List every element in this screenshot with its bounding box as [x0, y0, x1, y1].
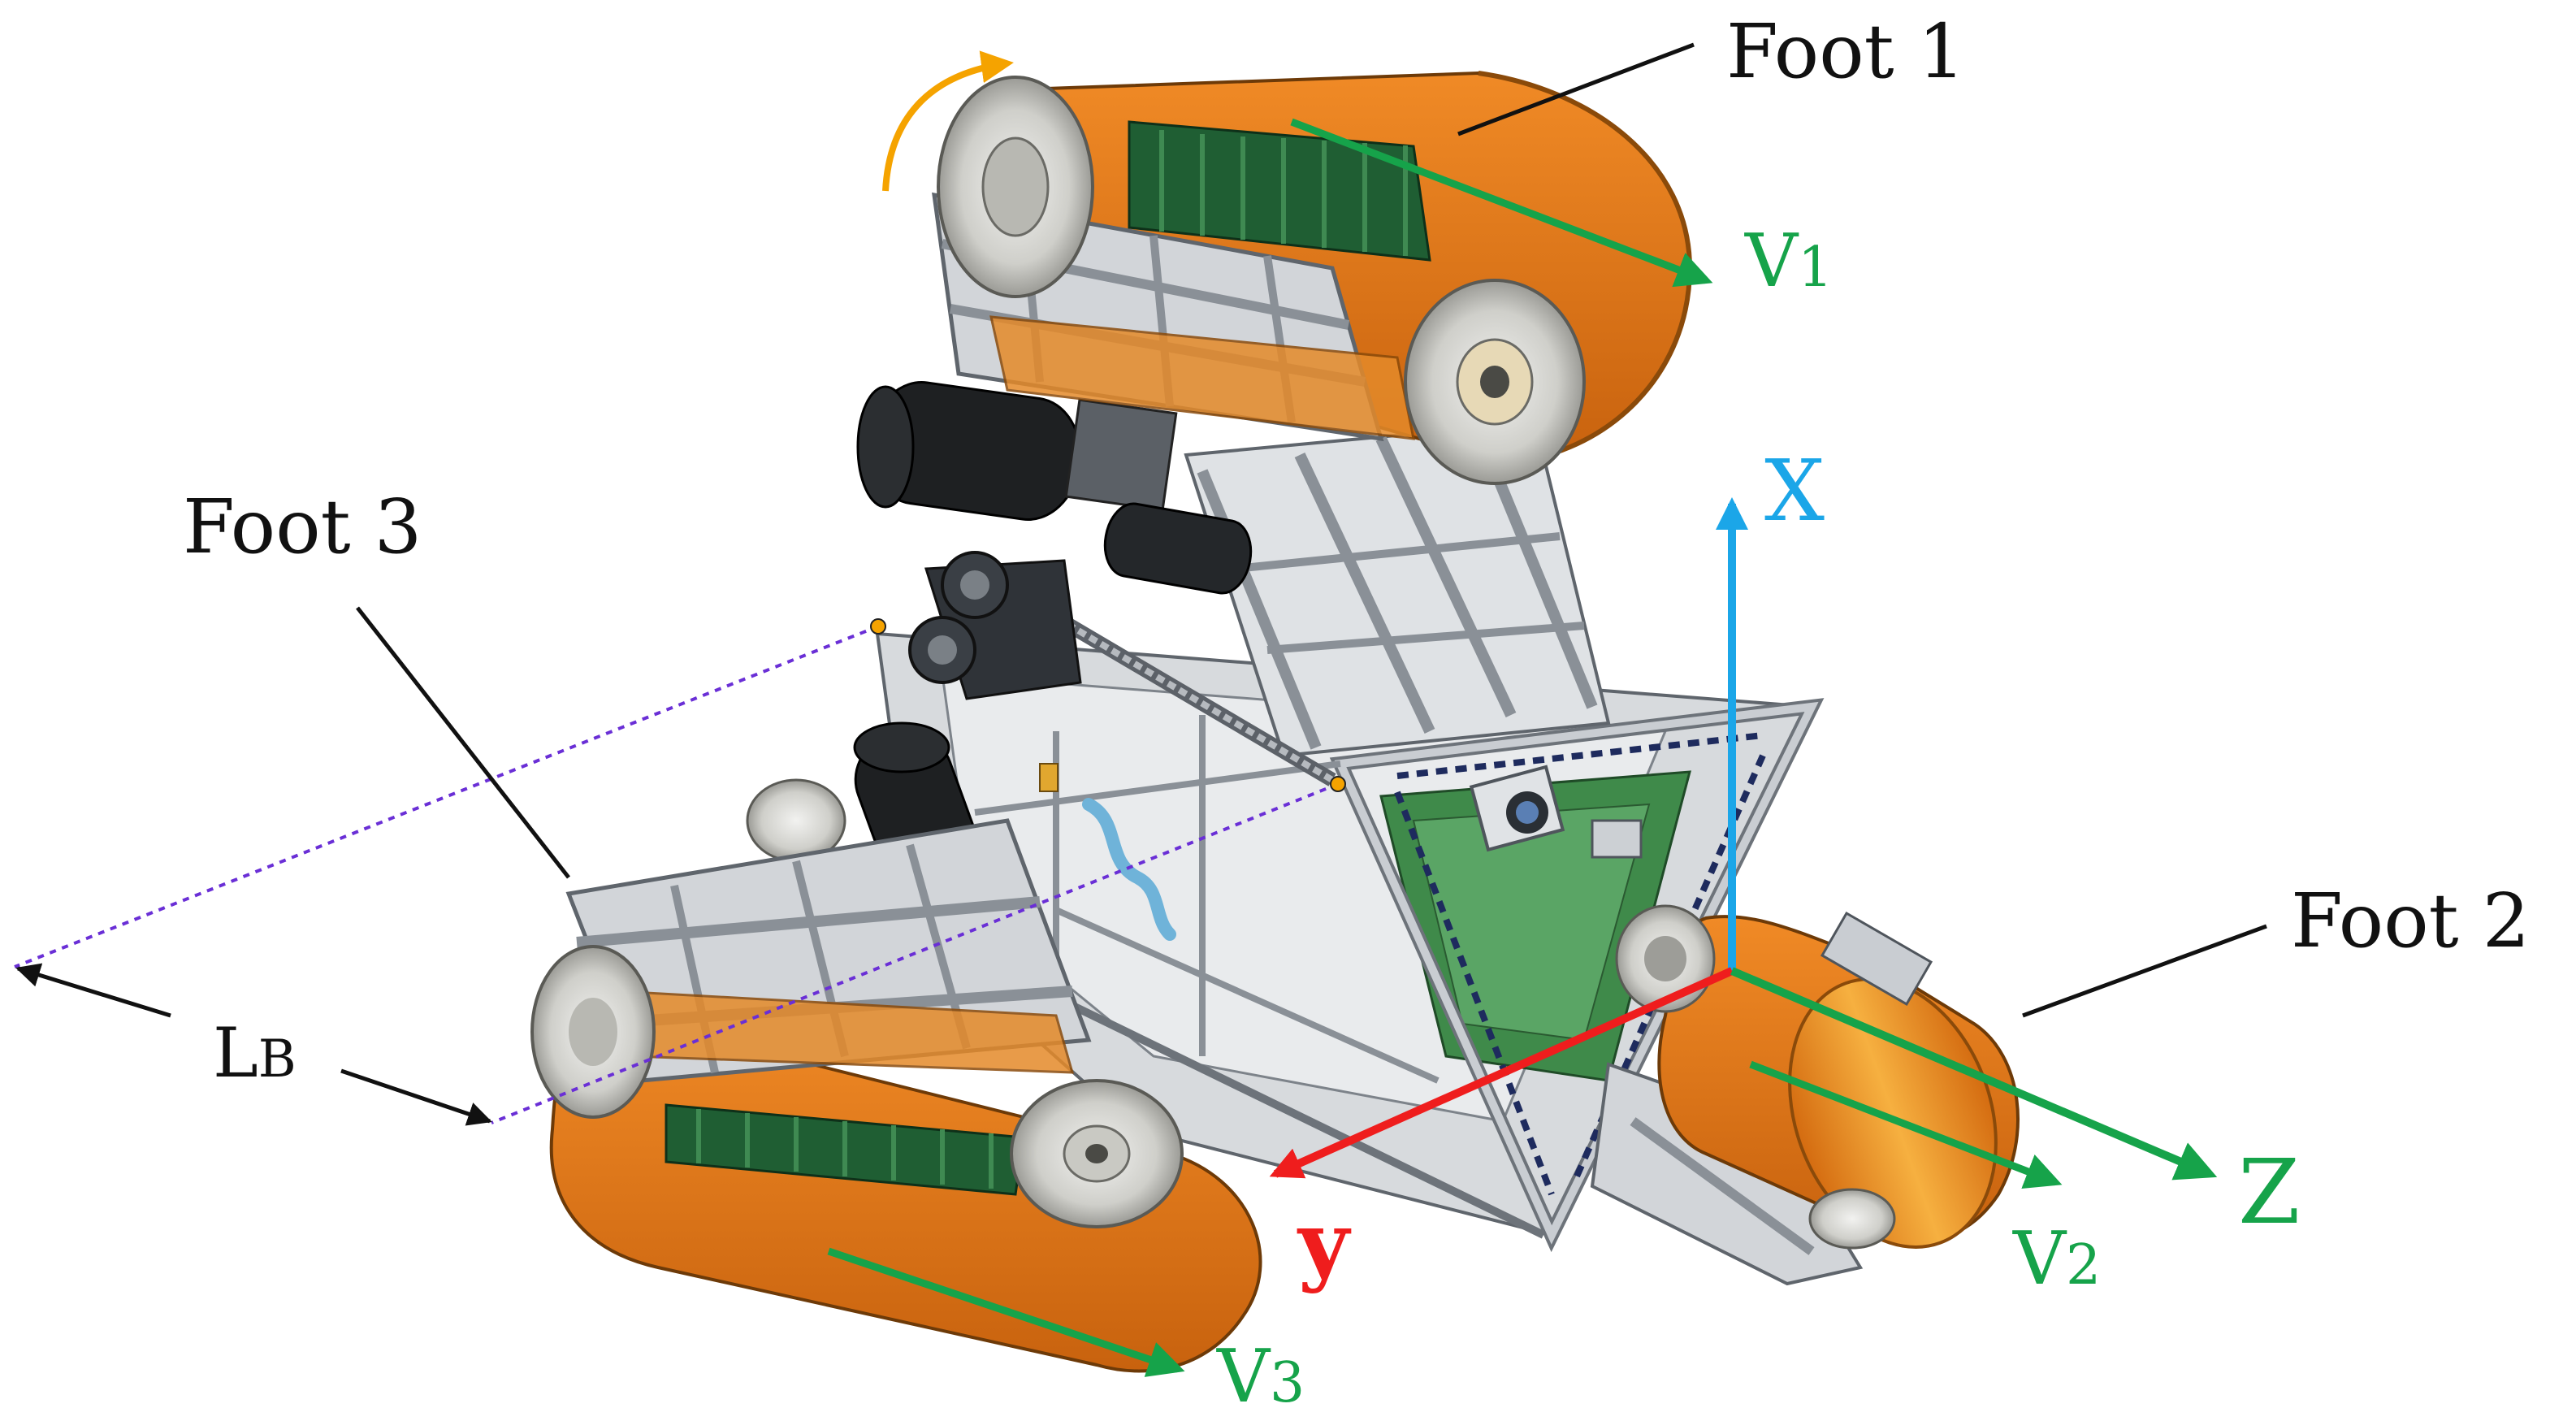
foot-2-label: Foot 2 [2291, 877, 2530, 964]
v3-velocity-arrow [827, 1247, 1185, 1377]
x-axis-label: X [1764, 441, 1825, 540]
lb-label-subscript: B [258, 1029, 297, 1090]
lb-dimension-lines [14, 618, 1346, 1124]
foot-2-track [1590, 904, 2020, 1286]
lb-label: LB [213, 1013, 297, 1093]
v3-label: V3 [1216, 1334, 1305, 1419]
lb-anchor-point-lower [1330, 776, 1346, 792]
v1-label-main: V [1744, 219, 1799, 304]
foot-2-leader-line [2022, 924, 2267, 1018]
y-axis-arrow [1269, 967, 1734, 1179]
v3-label-main: V [1216, 1334, 1271, 1419]
y-axis-label: y [1297, 1193, 1352, 1295]
lb-anchor-point-upper [870, 618, 886, 635]
foot-3-label: Foot 3 [183, 483, 422, 570]
lb-leader-arrow-lower [340, 1068, 492, 1126]
v1-label: V1 [1744, 219, 1833, 304]
v3-label-subscript: 3 [1270, 1351, 1305, 1415]
lb-dashed-line-lower [491, 782, 1339, 1124]
v2-velocity-arrow [1749, 1060, 2063, 1189]
z-axis-arrow [1730, 967, 2218, 1181]
v1-label-subscript: 1 [1798, 236, 1833, 300]
lb-label-main: L [213, 1013, 258, 1093]
foot-1-track [932, 71, 1693, 485]
v2-label: V2 [2012, 1216, 2101, 1302]
lb-leader-arrow-upper [15, 963, 171, 1018]
foot-1-label: Foot 1 [1726, 8, 1965, 95]
v1-velocity-arrow [1290, 118, 1713, 288]
foot-3-leader-line [356, 606, 570, 879]
foot-3-track [530, 721, 1262, 1373]
z-axis-label: Z [2238, 1140, 2300, 1244]
v2-label-subscript: 2 [2066, 1233, 2101, 1298]
rotation-arrow-icon [882, 50, 1014, 192]
upper-linkage [856, 381, 1611, 786]
v2-label-main: V [2012, 1216, 2067, 1302]
foot-1-leader-line [1457, 42, 1695, 136]
